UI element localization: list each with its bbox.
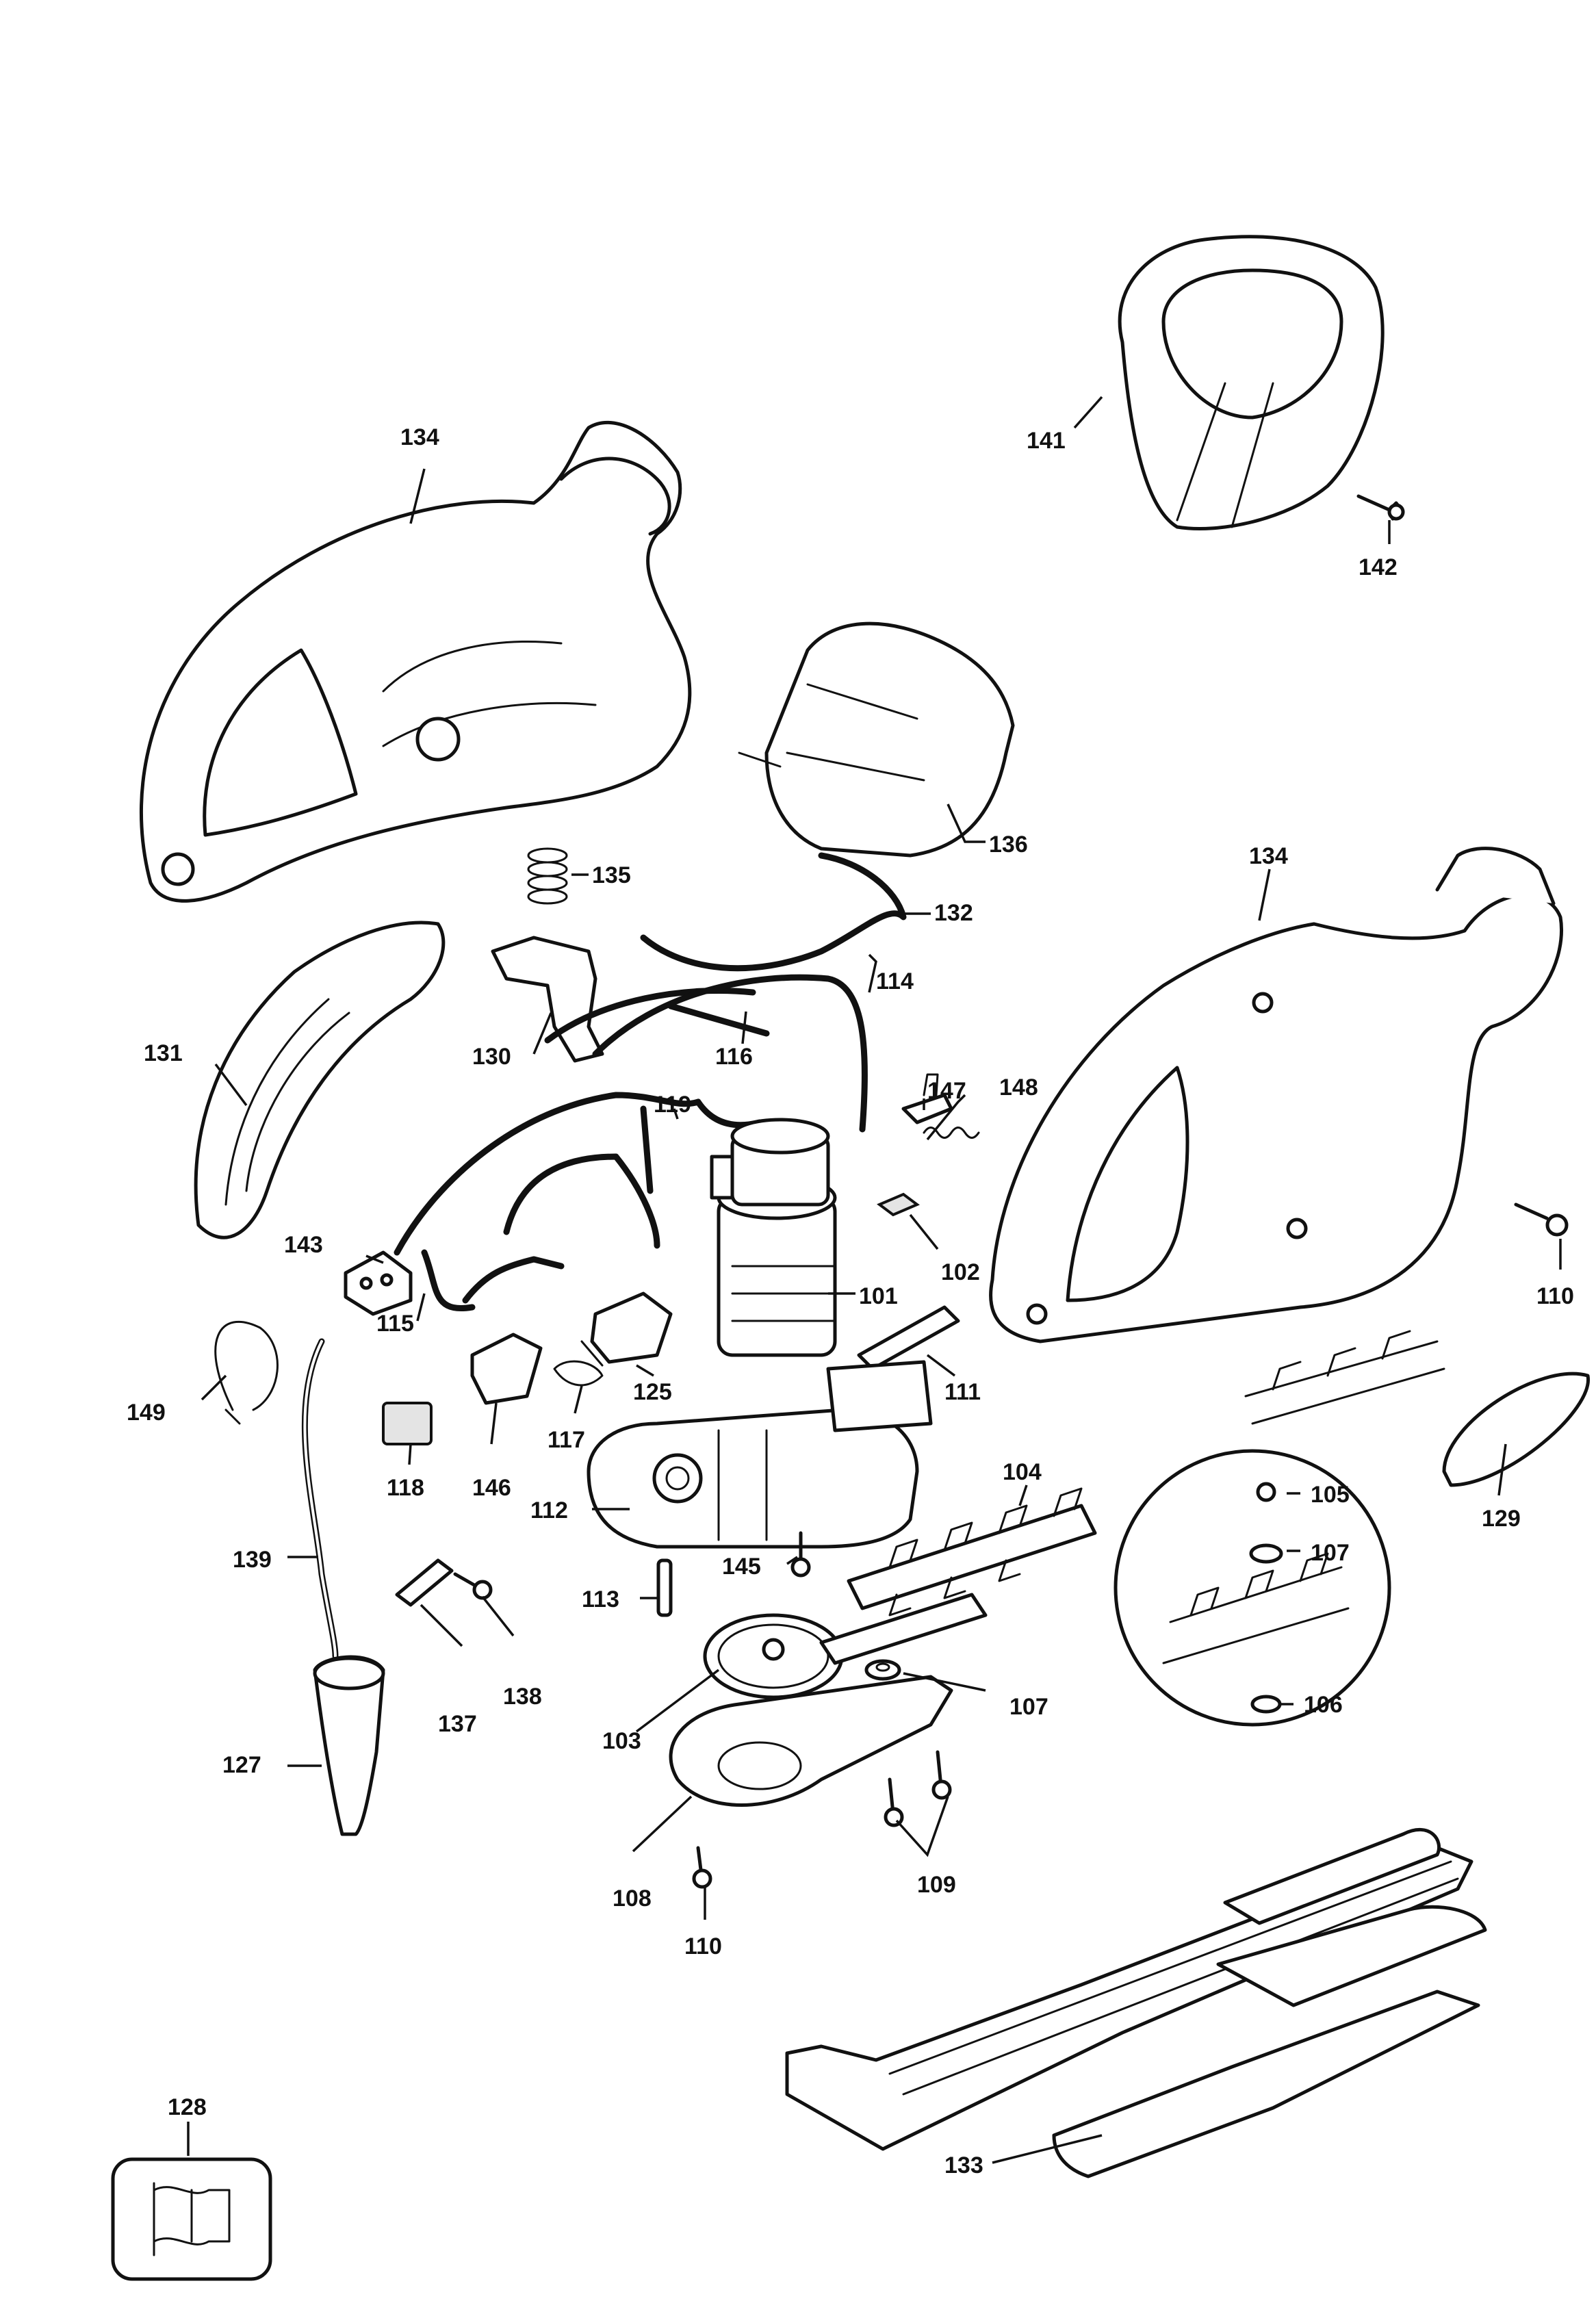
switch-module-125	[590, 1291, 673, 1364]
spring-135	[527, 847, 568, 905]
label-plate-129	[1442, 1372, 1590, 1487]
callout-112: 112	[530, 1497, 568, 1523]
callout-133: 133	[944, 2152, 983, 2178]
switch-cover-136	[738, 621, 1015, 858]
screw-142	[1356, 494, 1405, 521]
callout-102: 102	[941, 1259, 980, 1285]
rear-handle-guard-141	[1118, 235, 1385, 530]
callout-labels: 134 141 142 135 136 132 134 114 131 130 …	[127, 424, 1574, 2178]
housing-right-134	[989, 847, 1563, 1343]
callout-139: 139	[233, 1547, 272, 1573]
mounting-plate-111	[857, 1305, 960, 1371]
callout-119: 119	[654, 1092, 691, 1118]
callout-131: 131	[144, 1040, 183, 1066]
cord-protector-127	[313, 1655, 385, 1836]
callout-130: 130	[472, 1044, 511, 1070]
callout-118: 118	[387, 1475, 424, 1501]
housing-left-134	[139, 420, 692, 903]
screw-110-bottom	[692, 1846, 712, 1889]
leader-lines	[187, 396, 1562, 2164]
callout-143: 143	[284, 1232, 323, 1258]
motor-101	[710, 1118, 837, 1357]
callout-137: 137	[438, 1711, 477, 1737]
blade-detail-inset	[1114, 1449, 1391, 1727]
callout-149: 149	[127, 1400, 166, 1426]
link-rod-132	[640, 852, 907, 972]
callout-135: 135	[592, 862, 631, 888]
blade-upper-104	[847, 1487, 1097, 1617]
callout-110-bottom: 110	[684, 1933, 722, 1959]
callout-116: 116	[715, 1044, 753, 1070]
blade-guard-131	[194, 921, 446, 1239]
callout-103: 103	[602, 1728, 641, 1754]
callout-108: 108	[613, 1886, 652, 1912]
switch-module-146	[470, 1333, 543, 1405]
callout-147: 147	[927, 1078, 966, 1104]
callout-138: 138	[503, 1684, 542, 1710]
blade-teeth-right	[1244, 1330, 1445, 1425]
screw-138	[453, 1572, 493, 1600]
callout-142: 142	[1359, 554, 1398, 580]
callout-141: 141	[1027, 428, 1066, 454]
callout-110-right: 110	[1536, 1283, 1574, 1309]
spring-148	[923, 1127, 980, 1139]
cable-tie-149	[214, 1320, 279, 1425]
callout-109: 109	[917, 1872, 956, 1898]
screws-109	[884, 1750, 952, 1827]
callout-129: 129	[1482, 1506, 1521, 1532]
callout-115: 115	[376, 1311, 414, 1337]
callout-101: 101	[859, 1283, 898, 1309]
callout-145: 145	[722, 1554, 761, 1580]
callout-146: 146	[472, 1475, 511, 1501]
screw-110-right	[1514, 1202, 1569, 1237]
callout-127: 127	[222, 1752, 261, 1778]
callout-106: 106	[1304, 1692, 1343, 1718]
callout-105: 105	[1311, 1482, 1350, 1508]
callout-107-inset: 107	[1311, 1540, 1350, 1566]
gear-housing-112	[587, 1360, 933, 1549]
callout-128: 128	[168, 2094, 207, 2120]
switch-lever-130	[491, 936, 604, 1063]
gear-103	[703, 1593, 988, 1699]
gear-cover-108	[669, 1675, 953, 1807]
screw-145	[790, 1531, 811, 1578]
callout-132: 132	[934, 900, 973, 926]
callout-134-right: 134	[1249, 843, 1288, 869]
callout-113: 113	[582, 1586, 619, 1612]
callout-134-left: 134	[400, 424, 439, 450]
blade-scabbard-133	[785, 1828, 1487, 2178]
power-cord-139	[301, 1338, 339, 1660]
pin-113	[656, 1558, 673, 1617]
brush-118	[382, 1402, 433, 1445]
clip-117	[553, 1340, 604, 1387]
callout-104: 104	[1003, 1459, 1042, 1485]
washer-107	[864, 1659, 901, 1681]
wire-harness	[394, 974, 868, 1311]
callout-136: 136	[989, 832, 1028, 858]
cord-clamp-137	[395, 1558, 454, 1607]
callout-125: 125	[633, 1379, 672, 1405]
callout-111: 111	[944, 1379, 981, 1405]
terminal-block-143	[344, 1250, 413, 1316]
manual-icon-box-128	[111, 2157, 272, 2281]
callout-117: 117	[548, 1427, 585, 1453]
callout-114: 114	[876, 968, 914, 994]
brush-block-102	[877, 1192, 920, 1217]
callout-148: 148	[999, 1075, 1038, 1101]
callout-107: 107	[1009, 1694, 1048, 1720]
